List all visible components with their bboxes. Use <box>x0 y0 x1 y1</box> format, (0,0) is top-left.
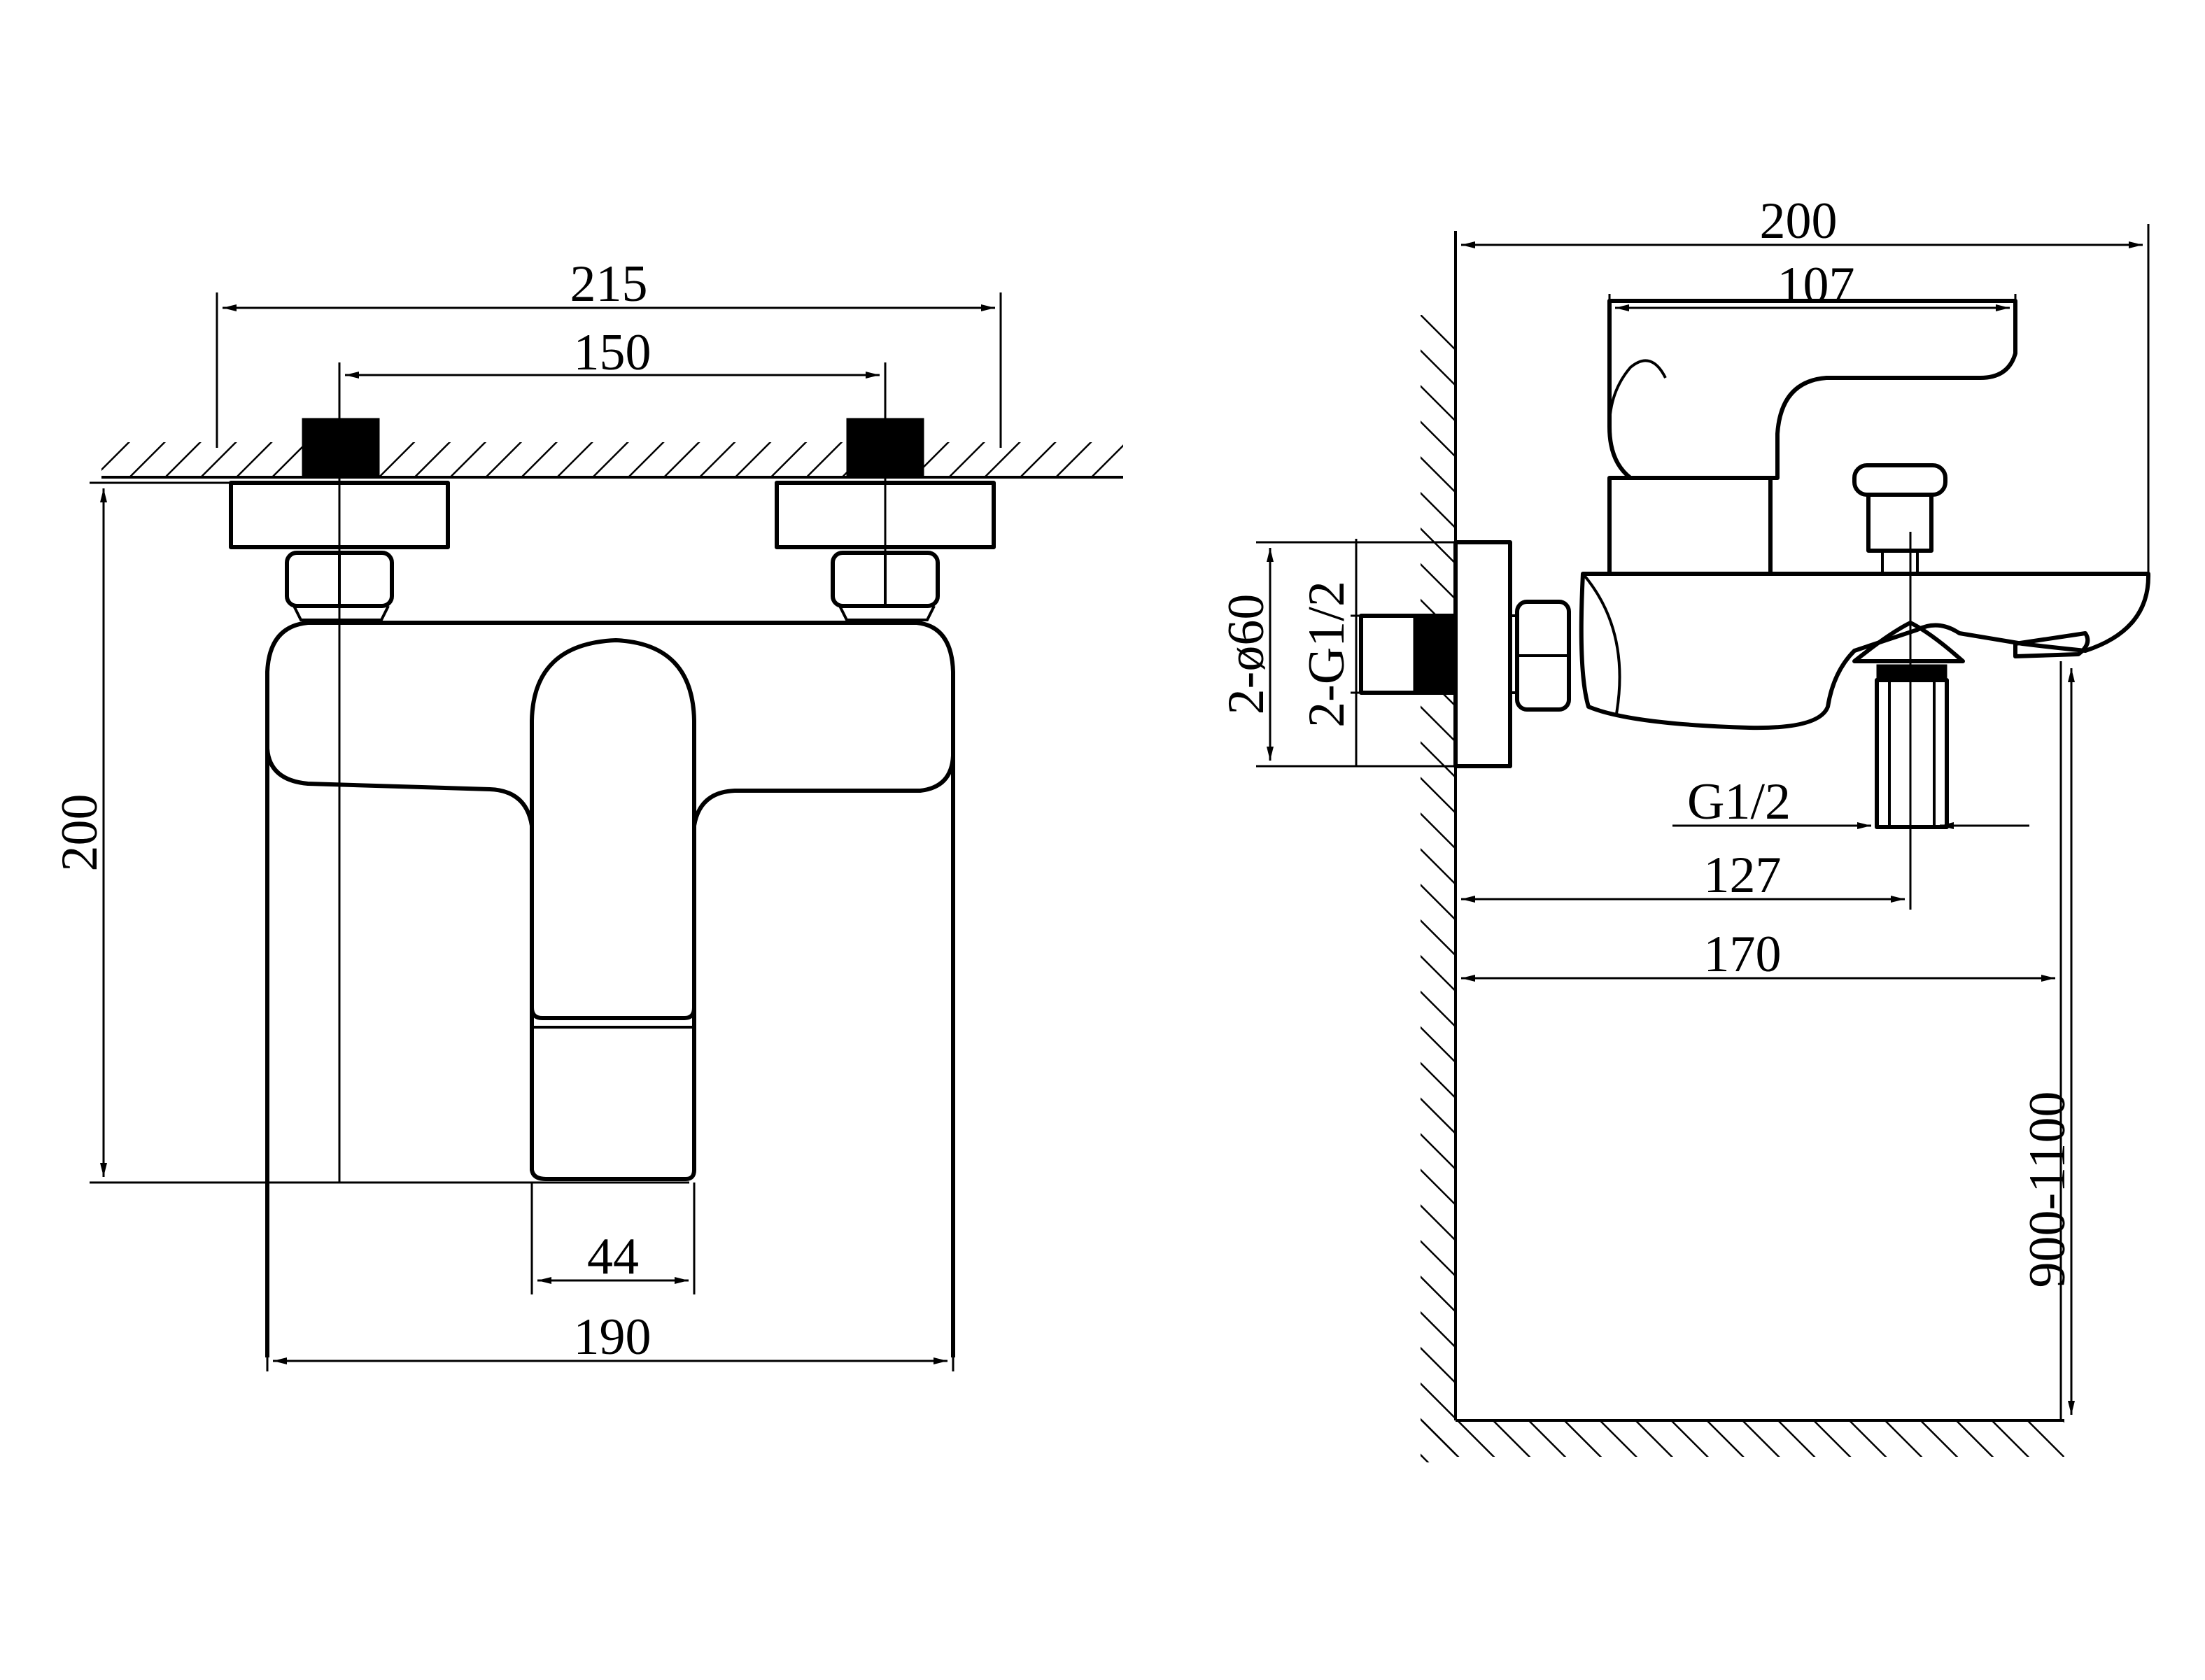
handle-lever-side <box>1607 299 2017 480</box>
handle-lever-front <box>530 638 696 1020</box>
dim-flange-diameter: 2-ø60 <box>1218 594 1275 715</box>
inlet-thread-side <box>1413 615 1456 693</box>
dim-total-depth: 200 <box>1760 192 1838 250</box>
dim-inlet-thread: 2-G1/2 <box>1298 581 1355 728</box>
dim-spout-reach: 170 <box>1704 926 1782 983</box>
dim-front-height: 200 <box>51 794 108 872</box>
wall-flange-side <box>1453 540 1512 768</box>
wall-hatch-side <box>1421 315 1456 1462</box>
outlet-thread-side <box>1876 664 1947 681</box>
dim-outlet-thread: G1/2 <box>1687 773 1791 831</box>
diverter-knob <box>1852 463 1947 497</box>
floor-hatch-side <box>1421 1420 2064 1457</box>
dim-install-height: 900-1100 <box>2019 1092 2076 1288</box>
front-view: 215 150 200 44 190 <box>51 255 1123 1371</box>
dim-handle-length: 107 <box>1777 257 1855 314</box>
dim-body-width: 190 <box>574 1308 651 1366</box>
dim-outlet-offset: 127 <box>1704 847 1782 904</box>
dim-handle-width: 44 <box>587 1228 639 1285</box>
cartridge-side <box>1607 476 1773 576</box>
dim-overall-width: 215 <box>570 255 648 313</box>
wall-hatch-front <box>101 442 1123 477</box>
side-view: 200 107 2-ø60 2-G1/2 G1/2 127 170 900-11… <box>1218 192 2151 1462</box>
mixer-body-front <box>265 621 955 1181</box>
dim-inlet-spacing: 150 <box>574 324 651 381</box>
inlet-pipe-left <box>302 418 380 478</box>
